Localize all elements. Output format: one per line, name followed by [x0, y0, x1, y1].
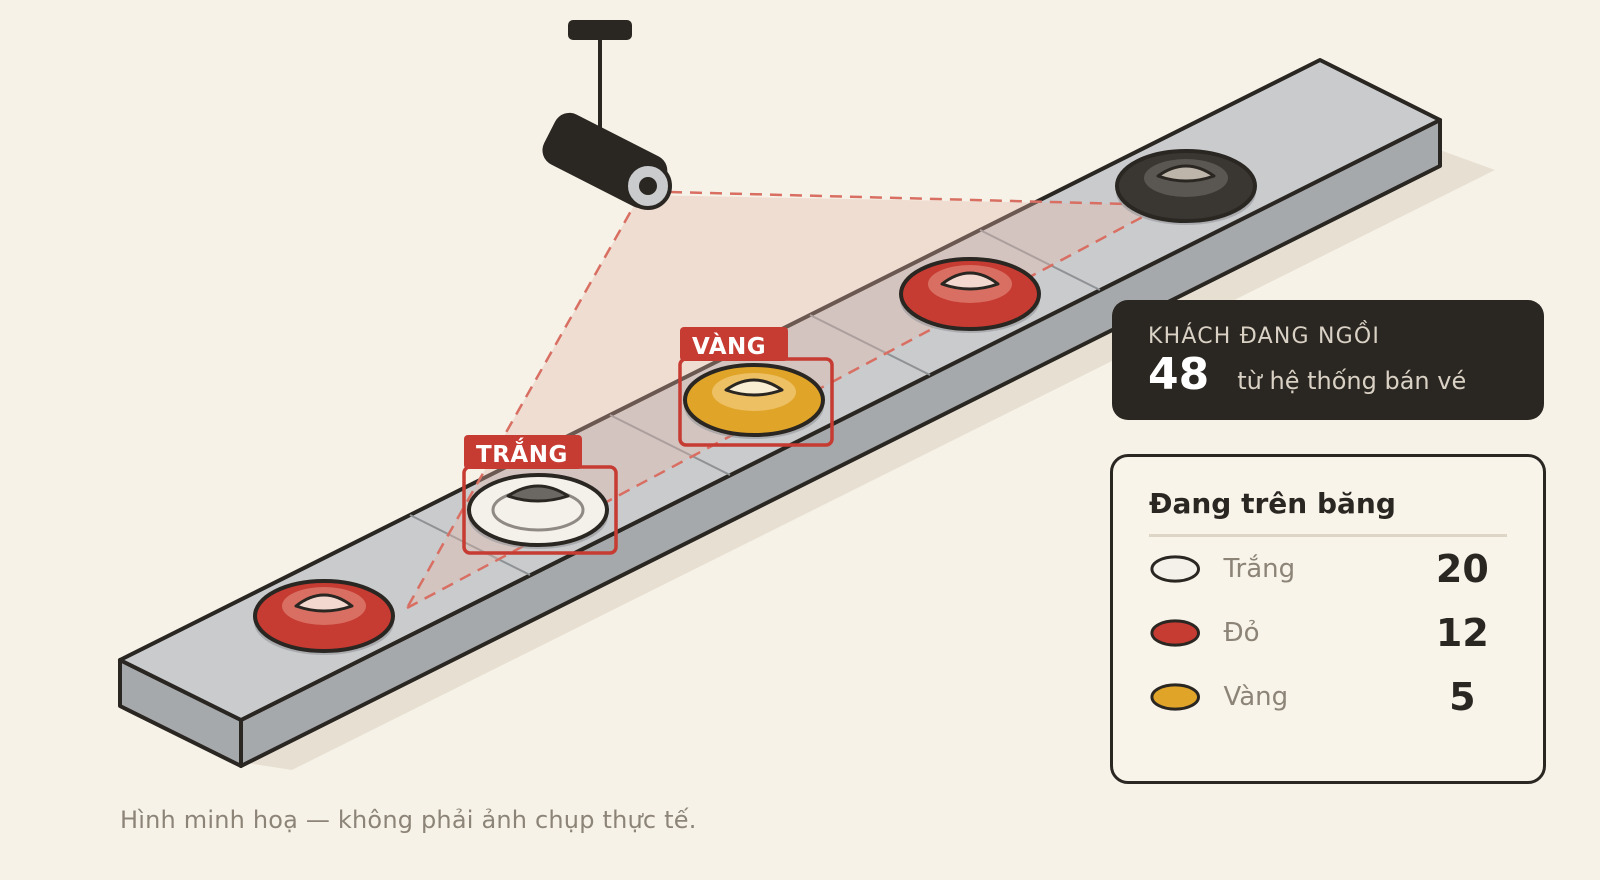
seated-guests-card: KHÁCH ĐANG NGỒI 48 từ hệ thống bán vé [1112, 300, 1544, 420]
seated-guests-label: KHÁCH ĐANG NGỒI [1148, 324, 1381, 349]
seated-guests-count: 48 [1148, 349, 1210, 400]
plate-yellow-icon [1150, 683, 1200, 711]
legend-row-yellow: Vàng 5 [1149, 665, 1507, 729]
legend-name-yellow: Vàng [1223, 682, 1289, 712]
legend-count-red: 12 [1435, 611, 1489, 655]
detection-label-yellow: VÀNG [692, 332, 766, 360]
plate-white-icon [1150, 555, 1200, 583]
plate-red-front [253, 579, 395, 655]
detection-white: TRẮNG [462, 435, 618, 555]
legend-name-red: Đỏ [1223, 618, 1260, 648]
on-belt-title: Đang trên băng [1149, 487, 1507, 537]
plate-red-middle [899, 257, 1041, 333]
plate-yellow [683, 363, 825, 439]
cctv-camera-icon [542, 20, 672, 210]
belt-seams [409, 229, 1101, 576]
on-belt-card: Đang trên băng Trắng 20 Đỏ 12 Vàng 5 [1110, 454, 1546, 784]
legend-row-red: Đỏ 12 [1149, 601, 1507, 665]
detection-label-white: TRẮNG [476, 437, 568, 468]
legend-count-yellow: 5 [1449, 675, 1476, 719]
plate-red-icon [1150, 619, 1200, 647]
plate-dark-back [1115, 149, 1257, 225]
legend-row-white: Trắng 20 [1149, 537, 1507, 601]
legend-count-white: 20 [1435, 547, 1489, 591]
plate-white [467, 473, 609, 549]
legend-name-white: Trắng [1223, 554, 1296, 584]
illustration-caption: Hình minh hoạ — không phải ảnh chụp thực… [120, 806, 697, 834]
detection-yellow: VÀNG [678, 327, 834, 447]
seated-guests-note: từ hệ thống bán vé [1237, 367, 1467, 395]
